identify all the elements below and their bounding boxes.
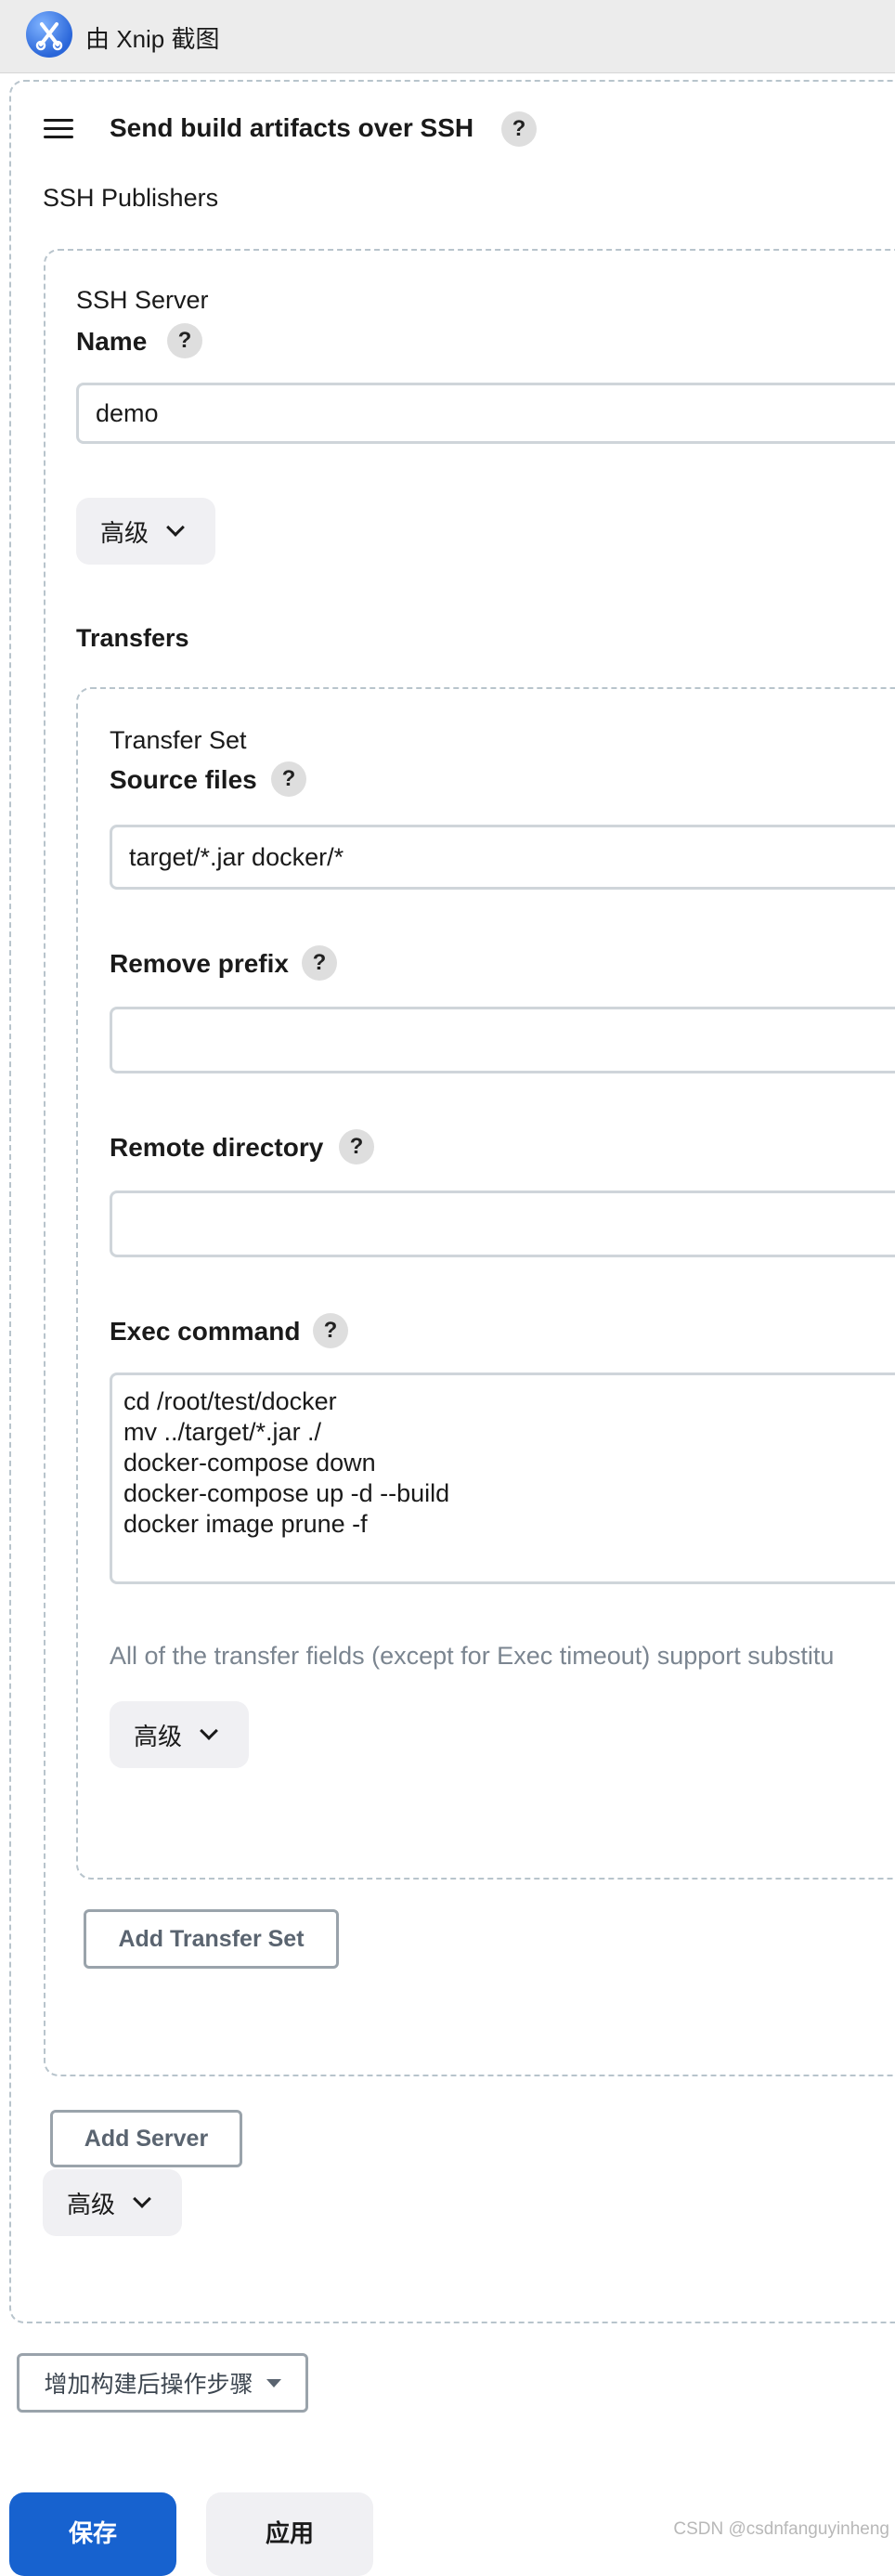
exec-command-label: Exec command bbox=[110, 1317, 301, 1346]
remove-prefix-label: Remove prefix bbox=[110, 949, 289, 978]
ssh-publish-section bbox=[9, 80, 895, 2323]
add-post-build-step-label: 增加构建后操作步骤 bbox=[44, 2372, 253, 2398]
advanced-label: 高级 bbox=[134, 1722, 183, 1750]
chevron-down-icon bbox=[166, 518, 185, 537]
add-server-button[interactable]: Add Server bbox=[50, 2110, 242, 2167]
transfer-set-box bbox=[76, 687, 895, 1880]
ssh-server-box bbox=[44, 249, 895, 2076]
caret-down-icon bbox=[266, 2378, 281, 2387]
name-help-icon[interactable]: ? bbox=[167, 323, 202, 358]
xnip-app-icon bbox=[26, 11, 72, 58]
remote-directory-input[interactable] bbox=[110, 1190, 895, 1257]
publishers-advanced-button[interactable]: 高级 bbox=[43, 2169, 182, 2236]
transfer-fields-hint: All of the transfer fields (except for E… bbox=[110, 1642, 835, 1670]
ssh-publishers-label: SSH Publishers bbox=[43, 184, 219, 212]
window-title: 由 Xnip 截图 bbox=[85, 25, 220, 53]
save-button[interactable]: 保存 bbox=[9, 2492, 176, 2576]
apply-button[interactable]: 应用 bbox=[206, 2492, 373, 2576]
remote-directory-label: Remote directory bbox=[110, 1133, 324, 1162]
remove-prefix-input[interactable] bbox=[110, 1007, 895, 1073]
add-post-build-step-dropdown[interactable]: 增加构建后操作步骤 bbox=[17, 2353, 308, 2413]
advanced-label: 高级 bbox=[67, 2190, 116, 2218]
source-files-label: Source files bbox=[110, 765, 257, 794]
source-files-help-icon[interactable]: ? bbox=[271, 761, 306, 797]
drag-handle-icon[interactable] bbox=[44, 119, 73, 139]
window-titlebar bbox=[0, 0, 895, 73]
transfer-advanced-button[interactable]: 高级 bbox=[110, 1701, 249, 1768]
transfers-label: Transfers bbox=[76, 624, 189, 652]
advanced-label: 高级 bbox=[100, 518, 149, 547]
source-files-input[interactable]: target/*.jar docker/* bbox=[110, 825, 895, 890]
chevron-down-icon bbox=[133, 2190, 151, 2208]
chevron-down-icon bbox=[200, 1722, 218, 1740]
section-title: Send build artifacts over SSH bbox=[110, 113, 474, 142]
csdn-watermark: CSDN @csdnfanguyinheng bbox=[673, 2519, 889, 2539]
add-transfer-set-button[interactable]: Add Transfer Set bbox=[84, 1909, 339, 1969]
server-advanced-button[interactable]: 高级 bbox=[76, 498, 215, 565]
exec-command-help-icon[interactable]: ? bbox=[313, 1313, 348, 1348]
server-name-input[interactable]: demo bbox=[76, 383, 895, 444]
section-help-icon[interactable]: ? bbox=[501, 111, 537, 147]
ssh-server-heading: SSH Server bbox=[76, 286, 209, 314]
exec-command-textarea[interactable]: cd /root/test/docker mv ../target/*.jar … bbox=[110, 1373, 895, 1584]
name-label: Name bbox=[76, 327, 148, 356]
remote-directory-help-icon[interactable]: ? bbox=[339, 1129, 374, 1164]
transfer-set-heading: Transfer Set bbox=[110, 726, 247, 754]
remove-prefix-help-icon[interactable]: ? bbox=[302, 945, 337, 981]
